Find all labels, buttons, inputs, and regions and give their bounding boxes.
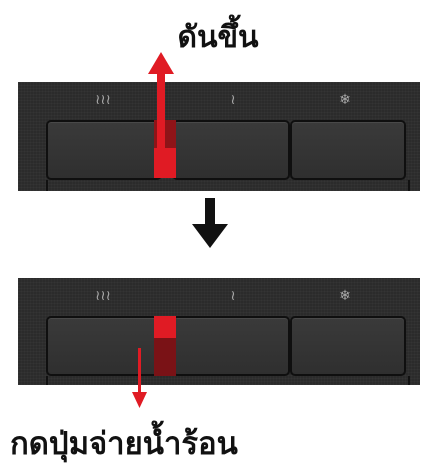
hot-water-button[interactable] — [46, 316, 162, 376]
panel-lower-edge — [46, 376, 410, 385]
cold-water-icon: ❄ — [339, 92, 351, 108]
hot-water-button[interactable] — [46, 120, 162, 180]
panel-lower-edge — [46, 180, 410, 191]
safety-lever-slot — [154, 338, 176, 376]
hot-water-icon: ≀≀≀ — [95, 288, 111, 304]
warm-water-button[interactable] — [172, 120, 290, 180]
warm-water-icon: ≀ — [230, 92, 236, 108]
hot-water-icon: ≀≀≀ — [95, 92, 111, 108]
dispenser-panel-after: ≀≀≀ ≀ ❄ — [18, 278, 420, 385]
press-hot-water-caption: กดปุ่มจ่ายน้ำร้อน — [10, 426, 238, 462]
push-up-arrow-icon — [148, 52, 174, 178]
cold-water-icon: ❄ — [339, 288, 351, 304]
cold-water-button[interactable] — [290, 316, 406, 376]
press-down-arrow-icon — [132, 348, 147, 408]
warm-water-button[interactable] — [172, 316, 290, 376]
warm-water-icon: ≀ — [230, 288, 236, 304]
push-up-caption: ดันขึ้น — [177, 20, 259, 55]
safety-lever-raised[interactable] — [154, 316, 176, 338]
next-step-arrow-icon — [192, 198, 228, 248]
dispenser-panel-before: ≀≀≀ ≀ ❄ — [18, 82, 420, 191]
cold-water-button[interactable] — [290, 120, 406, 180]
